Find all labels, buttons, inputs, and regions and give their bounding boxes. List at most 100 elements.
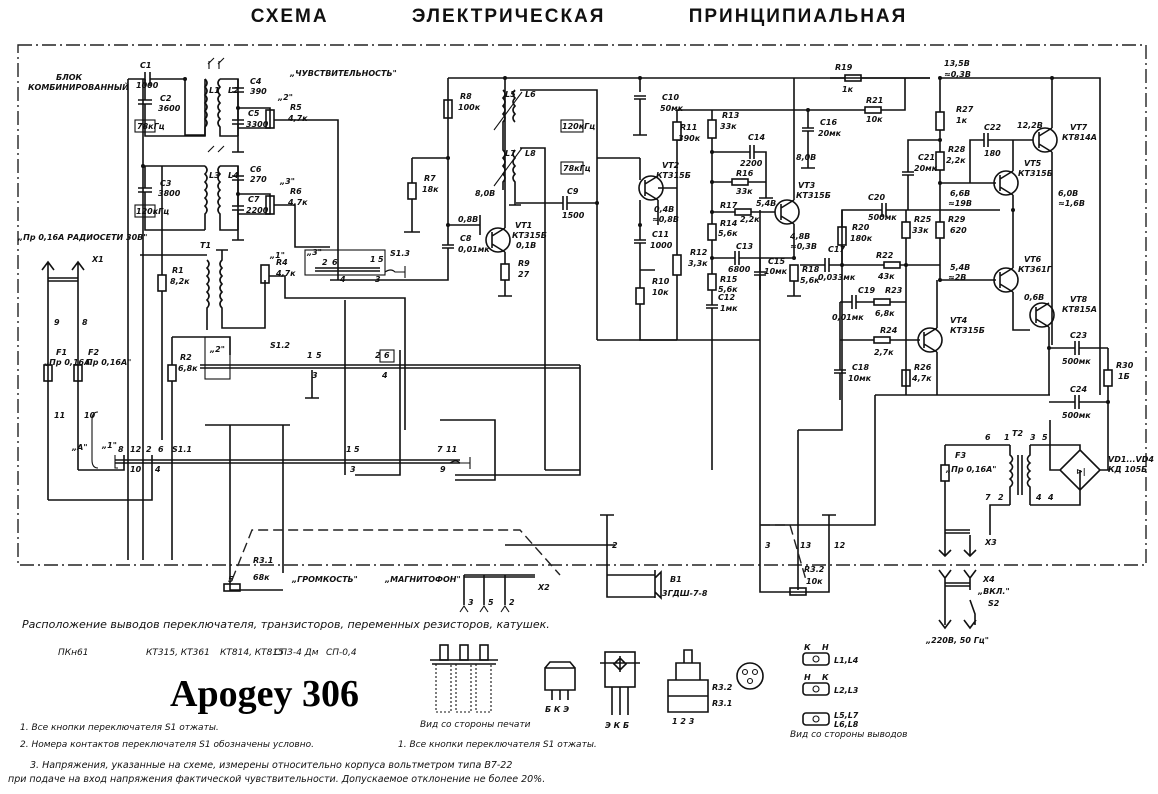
vt1-label: VT1 — [515, 221, 532, 230]
freq-78b-text: 78кГц — [563, 164, 591, 173]
transistor-vt5 — [993, 170, 1019, 196]
title-word-2: ЭЛЕКТРИЧЕСКАЯ — [411, 6, 606, 27]
r25-value: 33к — [912, 226, 929, 235]
note-3b: при подаче на вход напряжения фактическо… — [8, 774, 546, 785]
r21-label: R21 — [866, 96, 883, 105]
s12-pin-3: 3 — [312, 371, 318, 380]
f2-label: F2 — [88, 348, 99, 357]
r7-value: 18к — [422, 185, 439, 194]
coil-n-1: Н — [822, 643, 829, 652]
dual-pot-link — [760, 524, 807, 581]
r25-label: R25 — [914, 215, 932, 224]
t2-pin-5: 5 — [1042, 433, 1048, 442]
l5-label: L5 — [505, 90, 516, 99]
r11-label: R11 — [680, 123, 697, 132]
resistor-r3-2: 3 13 12 R3.2 10к — [759, 210, 846, 596]
r6-value: 4,7к — [287, 198, 308, 207]
f1-label: F1 — [56, 348, 67, 357]
s11-pin-2: 2 — [146, 445, 152, 454]
x2-pin-3: 3 — [468, 598, 474, 607]
pinout-drawings — [430, 644, 830, 726]
socket-outline — [736, 662, 764, 690]
r10-label: R10 — [652, 277, 670, 286]
c10-label: C10 — [662, 93, 679, 102]
r27-label: R27 — [956, 105, 974, 114]
vt7-label: VT7 — [1070, 123, 1088, 132]
out-v2: ≈1,6В — [1058, 199, 1085, 208]
layout-heading: Расположение выводов переключателя, тран… — [22, 618, 550, 631]
r24-label: R24 — [880, 326, 898, 335]
resistor-r29 — [935, 221, 945, 239]
c12-value: 1мк — [720, 304, 738, 313]
t2-pin-1: 1 — [1004, 433, 1010, 442]
resistor-r10 — [635, 287, 645, 305]
x4-label: X4 — [982, 575, 995, 584]
stage-vt1: R8 100к R7 18к C8 0,01мк 0,8В VT1 КТ315Б… — [330, 77, 930, 470]
fuse-f3 — [940, 464, 950, 482]
vt3-base-v: 5,4В — [756, 199, 776, 208]
s12-pin-6: 6 — [384, 351, 390, 360]
c15-value: 10мк — [764, 267, 788, 276]
volume-label: „ГРОМКОСТЬ" — [291, 575, 358, 584]
f3-label: F3 — [955, 451, 966, 460]
r32-label: R3.2 — [804, 565, 825, 574]
resistor-r25 — [901, 221, 911, 239]
r30-label: R30 — [1116, 361, 1134, 370]
r23-label: R23 — [885, 286, 903, 295]
title-word-3: ПРИНЦИПИАЛЬНАЯ — [688, 6, 908, 27]
c22-value: 180 — [984, 149, 1001, 158]
mains-label: „220В, 50 Гц" — [925, 636, 989, 645]
t2-pin-6: 6 — [985, 433, 991, 442]
vt5-v2: ≈19В — [948, 199, 972, 208]
resistor-r26 — [901, 369, 911, 387]
transistor-vt6 — [993, 267, 1019, 293]
x2-label: X2 — [537, 583, 550, 592]
part-kt315: КТ315, КТ361 — [146, 648, 210, 658]
r29-value: 620 — [950, 226, 967, 235]
transistor-vt8 — [1029, 302, 1055, 328]
r14-label: R14 — [720, 219, 738, 228]
t2-pin-7: 7 — [985, 493, 991, 502]
c1-label: C1 — [140, 61, 151, 70]
part-sp04: СП-0,4 — [326, 648, 357, 658]
s11-pin-8: 8 — [118, 445, 124, 454]
c23-value: 500мк — [1062, 357, 1091, 366]
f3-value: „Пр 0,16А" — [945, 465, 996, 474]
s12-label: S1.2 — [270, 341, 290, 350]
vt7-base-v: 12,2В — [1017, 121, 1043, 130]
stage-vt2: C10 50мк VT2 КТ315Б 0,4В ≈0,8В C11 1000 … — [597, 78, 708, 341]
c19-value: 0,01мк — [832, 313, 864, 322]
t2-pin-3: 3 — [1030, 433, 1036, 442]
s11-pin-12: 12 — [130, 445, 142, 454]
block-frame — [17, 44, 1147, 566]
c8-value: 0,01мк — [458, 245, 490, 254]
resistor-r20 — [837, 226, 847, 246]
x1-pin-9: 9 — [54, 318, 60, 327]
part-kt814: КТ814, КТ815 — [220, 648, 284, 658]
c7-label: C7 — [248, 195, 260, 204]
diode-bridge-glyph: ⊳| — [1076, 467, 1086, 476]
transistor-kt315-outline — [544, 661, 576, 700]
r15-label: R15 — [720, 275, 738, 284]
vt1-coll-v: 8,0В — [475, 189, 495, 198]
c3-label: C3 — [160, 179, 172, 188]
c16-label: C16 — [820, 118, 837, 127]
r22-value: 43к — [877, 272, 895, 281]
vt1-type: КТ315Б — [512, 231, 547, 240]
fuse-f1 — [43, 364, 53, 382]
r12-label: R12 — [690, 248, 708, 257]
vt3-type: КТ315Б — [796, 191, 831, 200]
r2-label: R2 — [180, 353, 192, 362]
resistor-r14 — [707, 223, 717, 241]
vt3-emit-v2: ≈0,3В — [790, 242, 817, 251]
c17-value: 0,033мк — [818, 273, 856, 282]
c21-value: 20мк — [914, 164, 938, 173]
r5-value: 4,7к — [287, 114, 308, 123]
vt3-emit-v1: 4,8В — [789, 232, 810, 241]
r20-value: 180к — [850, 234, 873, 243]
c4-value: 390 — [250, 87, 267, 96]
resistor-r9 — [500, 263, 510, 281]
volume-control: 5 R3.1 68к „ГРОМКОСТЬ" „МАГНИТОФОН" — [223, 529, 561, 592]
r18-value: 5,6к — [800, 276, 820, 285]
s12-pin-5: 5 — [316, 351, 322, 360]
